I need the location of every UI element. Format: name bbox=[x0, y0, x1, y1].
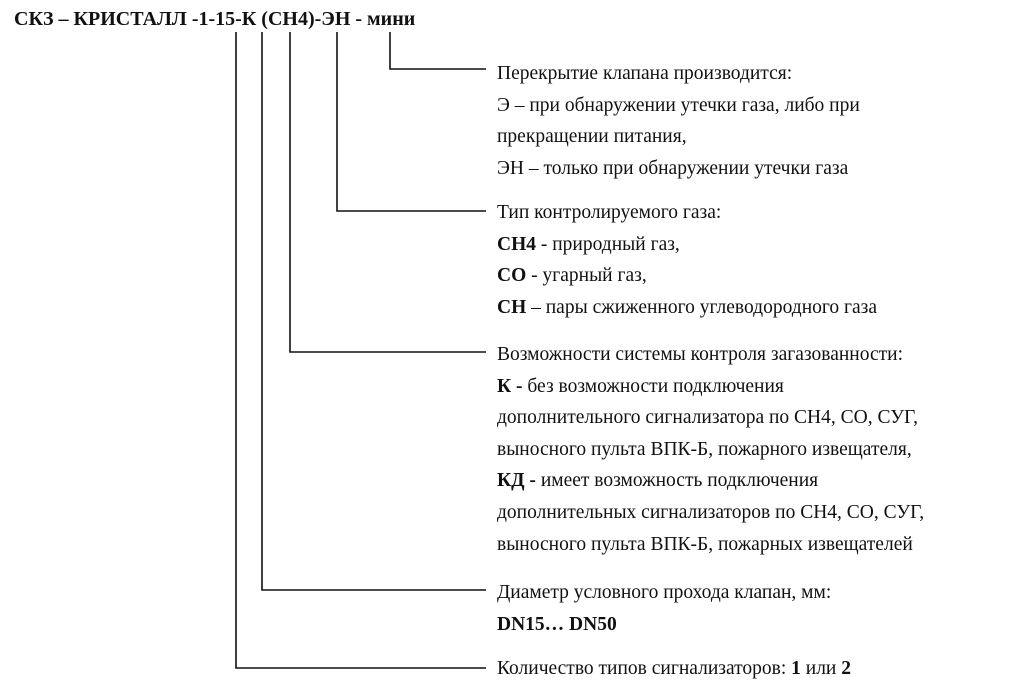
bold-term: К - bbox=[497, 375, 523, 397]
heading-text: или bbox=[800, 658, 842, 679]
block-line: СО - угарный газ, bbox=[497, 260, 877, 292]
bold-term: 2 bbox=[841, 658, 851, 679]
connector-sensor-count bbox=[235, 32, 486, 669]
connector-system-capabilities bbox=[289, 32, 486, 353]
valve-mode-block: Перекрытие клапана производится: Э – при… bbox=[497, 58, 860, 184]
line-text: ЭН – только при обнаружении утечки газа bbox=[497, 157, 849, 179]
block-line: DN15… DN50 bbox=[497, 609, 831, 641]
block-line: дополнительных сигнализаторов по СН4, СО… bbox=[497, 497, 924, 529]
block-heading: Возможности системы контроля загазованно… bbox=[497, 344, 903, 365]
line-text: имеет возможность подключения bbox=[535, 470, 819, 492]
line-text: без возможности подключения bbox=[522, 375, 784, 397]
bold-term: КД - bbox=[497, 470, 536, 492]
connector-valve-diameter bbox=[261, 32, 486, 591]
bold-term: 1 bbox=[791, 658, 801, 679]
block-line: КД - имеет возможность подключения bbox=[497, 465, 924, 497]
block-line: прекращении питания, bbox=[497, 121, 860, 153]
block-line: СН – пары сжиженного углеводородного газ… bbox=[497, 292, 877, 324]
system-capabilities-block: Возможности системы контроля загазованно… bbox=[497, 339, 924, 560]
heading-text: Количество типов сигнализаторов: bbox=[497, 658, 792, 679]
block-heading: Диаметр условного прохода клапан, мм: bbox=[497, 582, 832, 603]
block-line: СН4 - природный газ, bbox=[497, 229, 877, 261]
line-text: выносного пульта ВПК-Б, пожарных извещат… bbox=[497, 533, 913, 555]
bold-term: СН4 bbox=[497, 233, 536, 255]
block-line: дополнительного сигнализатора по СН4, СО… bbox=[497, 402, 924, 434]
connector-valve-mode bbox=[389, 32, 486, 70]
block-line: выносного пульта ВПК-Б, пожарных извещат… bbox=[497, 529, 924, 561]
block-line: К - без возможности подключения bbox=[497, 371, 924, 403]
block-heading: Перекрытие клапана производится: bbox=[497, 63, 793, 84]
line-text: дополнительных сигнализаторов по СН4, СО… bbox=[497, 501, 925, 523]
bold-term: DN15… DN50 bbox=[497, 613, 617, 635]
connector-gas-type bbox=[336, 32, 486, 212]
line-text: - природный газ, bbox=[536, 233, 680, 255]
block-line: выносного пульта ВПК-Б, пожарного извеща… bbox=[497, 434, 924, 466]
line-text: - угарный газ, bbox=[526, 265, 647, 287]
sensor-count-block: Количество типов сигнализаторов: 1 или 2 bbox=[497, 653, 851, 685]
block-heading: Тип контролируемого газа: bbox=[497, 202, 722, 223]
block-line: ЭН – только при обнаружении утечки газа bbox=[497, 153, 860, 185]
line-text: выносного пульта ВПК-Б, пожарного извеща… bbox=[497, 438, 912, 460]
gas-type-block: Тип контролируемого газа: СН4 - природны… bbox=[497, 197, 877, 323]
line-text: Э – при обнаружении утечки газа, либо пр… bbox=[497, 94, 860, 116]
model-designation-title: СКЗ – КРИСТАЛЛ -1-15-К (СН4)-ЭН - мини bbox=[14, 8, 416, 30]
bold-term: СО bbox=[497, 265, 527, 287]
valve-diameter-block: Диаметр условного прохода клапан, мм: DN… bbox=[497, 577, 831, 640]
line-text: дополнительного сигнализатора по СН4, СО… bbox=[497, 407, 918, 429]
line-text: – пары сжиженного углеводородного газа bbox=[526, 296, 878, 318]
block-heading: Количество типов сигнализаторов: 1 или 2 bbox=[497, 653, 851, 685]
line-text: прекращении питания, bbox=[497, 126, 687, 148]
bold-term: СН bbox=[497, 296, 527, 318]
block-line: Э – при обнаружении утечки газа, либо пр… bbox=[497, 90, 860, 122]
